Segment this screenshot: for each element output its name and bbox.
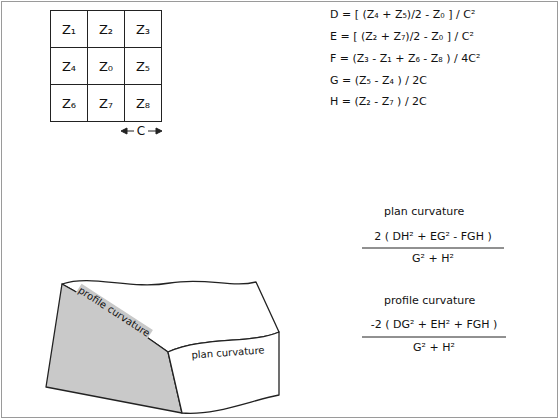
formula: G = (Z₅ - Z₄ ) / 2C — [330, 74, 427, 87]
formula: H = (Z₂ - Z₇ ) / 2C — [330, 95, 427, 108]
cell-label: Z₅ — [136, 59, 150, 74]
denominator: G² + H² — [412, 252, 454, 265]
grid-cell: Z₈ — [124, 84, 162, 122]
grid-cell: Z₂ — [87, 10, 125, 48]
grid-cell: Z₀ — [87, 47, 125, 85]
cell-label: Z₂ — [99, 22, 113, 37]
formula-title: plan curvature — [384, 205, 464, 218]
cell-label: Z₀ — [99, 59, 113, 74]
grid-cell: Z₄ — [50, 47, 88, 85]
grid-cell: Z₁ — [50, 10, 88, 48]
grid-cell: Z₃ — [124, 10, 162, 48]
cell-label: Z₄ — [62, 59, 76, 74]
grid-cell: Z₇ — [87, 84, 125, 122]
grid-cell: Z₅ — [124, 47, 162, 85]
formula-title: profile curvature — [384, 294, 475, 307]
numerator: 2 ( DH² + EG² - FGH ) — [374, 230, 491, 243]
formula: D = [ (Z₄ + Z₅)/2 - Z₀ ] / C² — [330, 8, 475, 21]
denominator: G² + H² — [413, 341, 455, 354]
grid-cell: Z₆ — [50, 84, 88, 122]
fraction-bar — [362, 337, 506, 338]
formula: F = (Z₃ - Z₁ + Z₆ - Z₈ ) / 4C² — [330, 52, 480, 65]
landform-block — [46, 281, 279, 414]
dimension-label: C — [137, 124, 145, 138]
numerator: -2 ( DG² + EH² + FGH ) — [371, 318, 498, 331]
formula: E = [ (Z₂ + Z₇)/2 - Z₀ ] / C² — [330, 30, 474, 43]
fraction-bar — [362, 248, 504, 249]
cell-label: Z₈ — [136, 96, 150, 111]
cell-label: Z₃ — [136, 22, 150, 37]
cell-label: Z₆ — [62, 96, 76, 111]
cell-label: Z₇ — [99, 96, 113, 111]
cell-label: Z₁ — [62, 22, 76, 37]
